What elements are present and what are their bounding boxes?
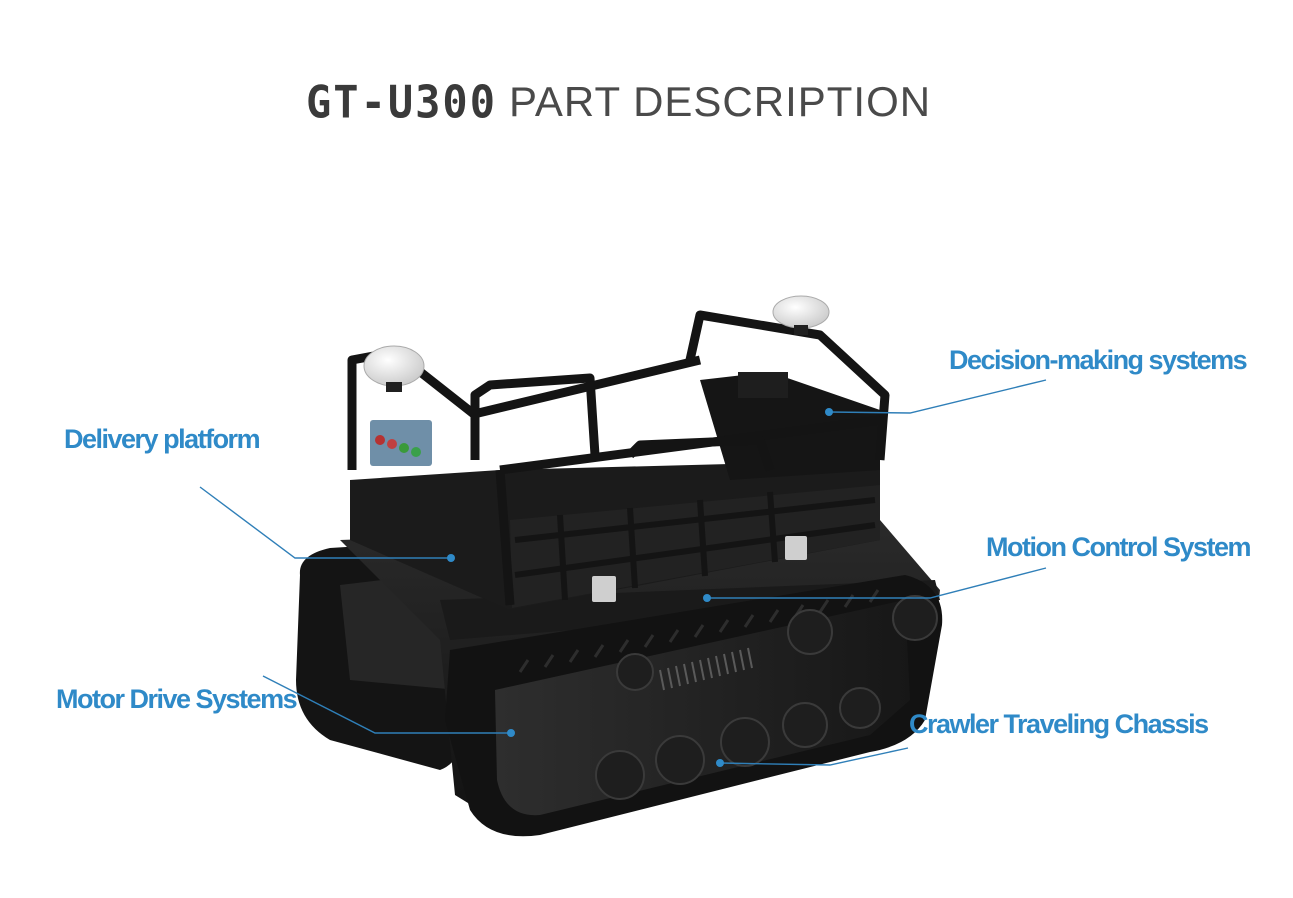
antenna-dome-right: [772, 295, 830, 335]
leader-decision: [828, 379, 1047, 414]
hinges: [592, 536, 807, 602]
frame-rails: [347, 310, 890, 606]
button-panel: [370, 420, 432, 466]
page-title: GT-U300 PART DESCRIPTION: [306, 74, 931, 130]
leader-dot-delivery: [447, 554, 455, 562]
model-name: GT-U300: [306, 76, 498, 128]
title-text: PART DESCRIPTION: [509, 78, 932, 125]
leader-motor: [262, 675, 511, 734]
leader-dot-motor: [507, 729, 515, 737]
deck-slats: [514, 491, 876, 601]
right-track: [445, 575, 943, 837]
leader-motion: [707, 567, 1047, 599]
leader-dot-motion: [703, 594, 711, 602]
label-delivery-platform: Delivery platform: [64, 424, 261, 454]
antenna-dome-left: [363, 345, 425, 392]
leader-dot-decision: [825, 408, 833, 416]
leader-delivery: [199, 486, 451, 559]
label-crawler-traveling-chassis: Crawler Traveling Chassis: [909, 709, 1209, 739]
label-motion-control-system: Motion Control System: [986, 532, 1252, 562]
label-decision-making-systems: Decision-making systems: [949, 345, 1248, 375]
leader-crawler: [719, 747, 909, 766]
leader-dot-crawler: [716, 759, 724, 767]
label-motor-drive-systems: Motor Drive Systems: [56, 684, 298, 714]
control-box: [700, 372, 880, 480]
